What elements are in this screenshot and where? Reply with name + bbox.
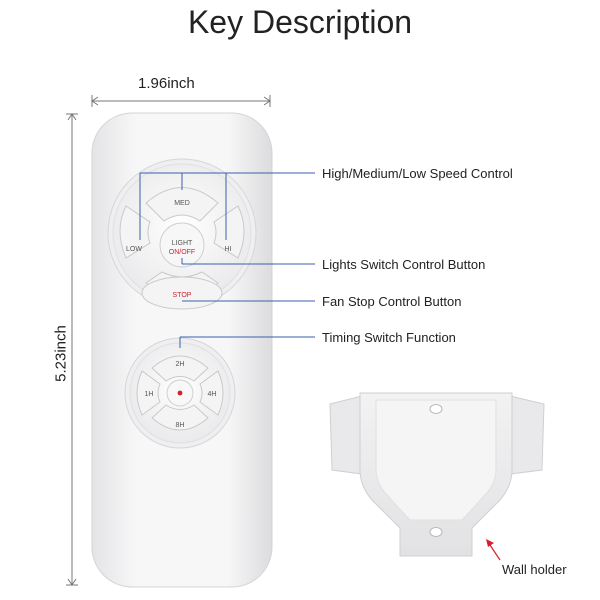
- width-dimension-label: 1.96inch: [138, 75, 195, 92]
- stop-label: STOP: [173, 292, 192, 299]
- wall-holder-arrow: [486, 539, 501, 561]
- hi-button[interactable]: [213, 205, 245, 259]
- speed-control-callout: High/Medium/Low Speed Control: [322, 166, 513, 181]
- page-title: Key Description: [187, 4, 413, 40]
- timer-4h-button[interactable]: [199, 370, 224, 416]
- top-screw-hole: [429, 404, 443, 414]
- lights-callout-line: [181, 258, 315, 265]
- wall-holder-callout: Wall holder: [502, 562, 567, 577]
- timer-8h-button[interactable]: [151, 404, 209, 431]
- red-indicator-dot: [177, 390, 183, 396]
- low-label: LOW: [126, 246, 142, 253]
- timer-2h-label: 2H: [176, 361, 185, 368]
- speed-callout-lines: [139, 172, 315, 240]
- light-label: LIGHT: [172, 240, 193, 247]
- timer-1h-button[interactable]: [136, 370, 161, 416]
- light-button[interactable]: [159, 222, 205, 268]
- timer-8h-label: 8H: [176, 422, 185, 429]
- hi-label: HI: [225, 246, 232, 253]
- med-label: MED: [174, 200, 190, 207]
- bottom-screw-hole: [429, 527, 443, 537]
- timing-callout-line: [179, 336, 315, 348]
- timer-1h-label: 1H: [145, 391, 154, 398]
- height-dimension-label: 5.23inch: [52, 325, 70, 382]
- fan-stop-callout: Fan Stop Control Button: [322, 294, 462, 309]
- lights-switch-callout: Lights Switch Control Button: [322, 257, 486, 272]
- remote-control: [91, 112, 273, 588]
- timer-4h-label: 4H: [208, 391, 217, 398]
- low-button[interactable]: [119, 205, 151, 259]
- timer-2h-button[interactable]: [151, 355, 209, 382]
- height-dimension-line: [66, 113, 78, 586]
- width-dimension-line: [91, 95, 271, 107]
- timing-switch-callout: Timing Switch Function: [322, 330, 456, 345]
- med-button[interactable]: [145, 187, 219, 222]
- on-off-label: ON/OFF: [169, 249, 195, 256]
- wall-holder: [329, 392, 545, 557]
